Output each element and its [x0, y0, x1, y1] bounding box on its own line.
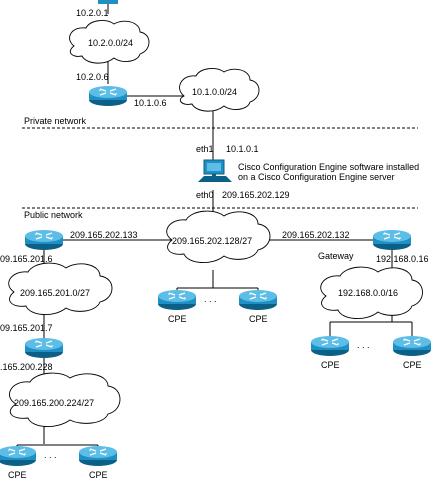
cpe-label: CPE [321, 360, 340, 370]
network-label: 10.1.0.0/24 [192, 87, 237, 97]
interface-label: eth1 [196, 144, 214, 154]
ellipsis: . . . [204, 294, 217, 304]
cloud-209-165-201-0 [8, 262, 113, 315]
ip-label: 09.165.201.6 [0, 254, 53, 264]
ip-label: 10.2.0.1 [76, 8, 109, 18]
cpe-label: CPE [403, 360, 422, 370]
ip-label: 10.1.0.1 [226, 144, 259, 154]
cpe-router-icon [0, 445, 37, 467]
cpe-label: CPE [249, 314, 268, 324]
server-description-line: Cisco Configuration Engine software inst… [238, 162, 419, 172]
router-icon [24, 229, 64, 251]
public-network-label: Public network [24, 210, 83, 220]
computer-icon [198, 159, 232, 182]
ip-label: 09.165.201.7 [0, 323, 53, 333]
cpe-router-icon [310, 335, 350, 357]
ip-label: 10.2.0.6 [76, 72, 109, 82]
network-label: 192.168.0.0/16 [338, 288, 398, 298]
gateway-label: Gateway [318, 251, 354, 261]
server-description-line: on a Cisco Configuration Engine server [238, 172, 395, 182]
cloud-10-1-0-0 [179, 68, 260, 112]
cloud-209-165-202-128 [166, 210, 271, 263]
router-icon [24, 337, 64, 359]
cpe-label: CPE [168, 314, 187, 324]
cloud-192-168-0-0 [320, 266, 423, 319]
cloud-209-165-200-224 [9, 372, 121, 427]
ip-label: 10.1.0.6 [134, 98, 167, 108]
ip-label: 209.165.202.133 [70, 230, 138, 240]
cpe-router-icon [157, 289, 197, 311]
network-label: 209.165.200.224/27 [14, 398, 94, 408]
interface-label: eth0 [196, 190, 214, 200]
top-switch-icon [98, 0, 118, 4]
ip-label: 192.168.0.16 [376, 254, 429, 264]
ip-label: .165.200.228 [0, 362, 53, 372]
cpe-router-icon [238, 289, 278, 311]
network-label: 209.165.202.128/27 [172, 236, 252, 246]
router-icon [88, 85, 128, 107]
cpe-label: CPE [8, 470, 27, 480]
network-label: 10.2.0.0/24 [88, 38, 133, 48]
ellipsis: . . . [44, 450, 57, 460]
cpe-router-icon [392, 335, 432, 357]
router-icon [372, 229, 412, 251]
ellipsis: . . . [357, 340, 370, 350]
cpe-router-icon [78, 445, 118, 467]
cpe-label: CPE [89, 470, 108, 480]
ip-label: 209.165.202.129 [222, 190, 290, 200]
network-label: 209.165.201.0/27 [20, 288, 90, 298]
cloud-10-2-0-0 [69, 20, 150, 64]
ip-label: 209.165.202.132 [282, 230, 350, 240]
private-network-label: Private network [24, 116, 87, 126]
